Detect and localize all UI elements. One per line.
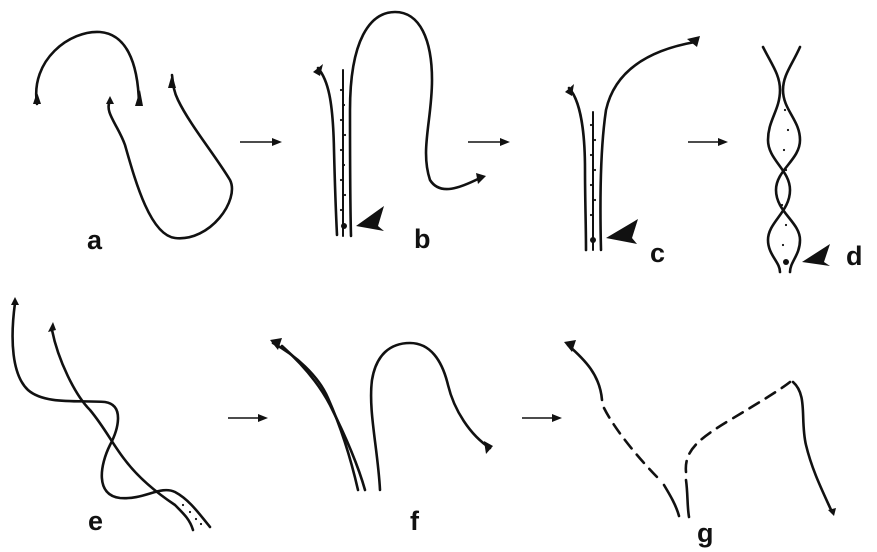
panel-e: e [11, 297, 212, 536]
panel-d-synaptonemal-stipple [780, 108, 790, 247]
panel-g-right-end [828, 508, 836, 516]
panel-c-left-end [565, 84, 574, 96]
panel-f-homolog-left-a [271, 341, 360, 492]
panel-c-label: c [650, 238, 665, 268]
panel-g: g [564, 340, 836, 548]
panel-e-homolog-two-top-end [48, 322, 56, 332]
arrow-b-to-c [468, 138, 510, 146]
panel-g-homolog-right-solid-tail [791, 380, 834, 514]
panel-d: d [761, 45, 863, 274]
panel-e-synaptonemal-stipple [181, 503, 203, 526]
panel-f-label: f [410, 506, 420, 536]
panel-b-synaptonemal-stipple [339, 88, 347, 212]
panel-a-label: a [87, 225, 103, 255]
panel-d-arrowhead-pointer [802, 244, 830, 266]
panel-b-label: b [414, 224, 431, 254]
panel-b: b [313, 10, 486, 254]
panel-c-right-end [687, 36, 700, 47]
panel-b-homolog-right [348, 10, 482, 238]
panel-g-label: g [697, 518, 714, 548]
panel-g-homolog-left-dashed [602, 406, 662, 482]
panel-c-centromere [590, 237, 596, 243]
panel-a: a [33, 30, 234, 255]
panel-a-arc-left-end [33, 92, 41, 104]
panel-f-homolog-right [369, 341, 492, 492]
panel-g-homolog-right-dashed [684, 380, 792, 474]
panel-d-centromere [783, 259, 789, 265]
panel-b-left-end [313, 64, 323, 76]
panel-d-homolog-two [774, 45, 802, 274]
panel-g-homolog-right-solid-bottom [684, 478, 691, 519]
panel-b-right-end [476, 173, 486, 184]
arrow-c-to-d [688, 138, 728, 146]
panel-f-homolog-left-b [280, 344, 367, 492]
panel-c-homolog-right [599, 40, 697, 252]
panel-e-homolog-one-top-end [11, 297, 19, 305]
panel-a-arc-right-end [135, 90, 143, 106]
arrow-a-to-b [240, 138, 282, 146]
panel-g-homolog-left-solid-bottom [662, 483, 681, 518]
panel-a-loop-right-end [168, 74, 176, 88]
panel-g-homolog-left-solid-top [566, 343, 604, 402]
panel-a-homolog-arc [34, 30, 141, 106]
panel-e-label: e [88, 506, 103, 536]
panel-d-homolog-one [761, 45, 792, 274]
panel-c: c [565, 36, 700, 268]
panel-f-left-top-end [270, 338, 282, 350]
panel-d-label: d [846, 241, 863, 271]
panel-a-homolog-loop [107, 73, 234, 240]
arrow-e-to-f [228, 414, 268, 422]
panel-e-homolog-one [11, 301, 212, 529]
panel-e-homolog-two [50, 328, 195, 532]
panel-a-loop-left-end [106, 96, 114, 104]
panel-c-synaptonemal-stipple [589, 123, 597, 217]
panel-f-right-end [484, 441, 493, 454]
panel-c-arrowhead-pointer [606, 219, 638, 244]
panel-b-centromere [341, 223, 347, 229]
panel-b-homolog-left [316, 66, 339, 237]
panel-b-arrowhead-pointer [356, 206, 384, 231]
panel-c-homolog-left [567, 86, 588, 252]
arrow-f-to-g [522, 414, 562, 422]
panel-g-left-top-end [564, 340, 576, 352]
panel-f: f [270, 338, 493, 536]
